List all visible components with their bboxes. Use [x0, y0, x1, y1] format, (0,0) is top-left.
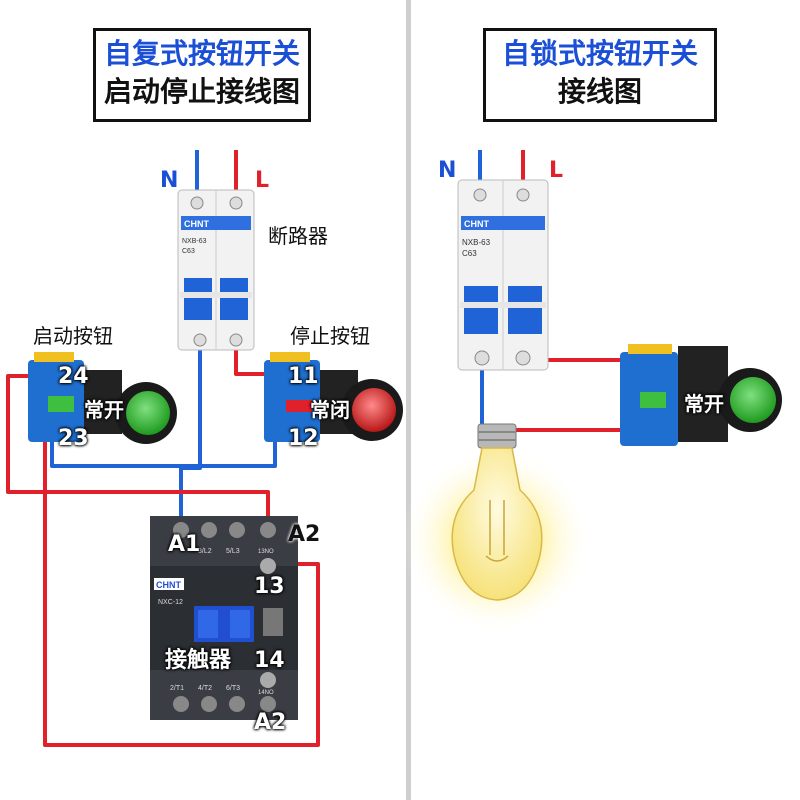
- right-l-label: L: [549, 158, 564, 183]
- light-bulb: [451, 423, 543, 601]
- left-l-label: L: [255, 168, 270, 193]
- left-stop12-to-start23: [50, 432, 277, 468]
- left-start23-to-14: [43, 432, 320, 747]
- coil-a2-top-label: A2: [288, 522, 321, 547]
- right-breaker: [457, 179, 549, 371]
- coil-a2-bottom-label: A2: [254, 710, 287, 735]
- stop-terminal-11: 11: [288, 364, 319, 389]
- contactor-brand: CHNT: [156, 580, 181, 590]
- left-breaker-rating: C63: [182, 248, 195, 255]
- left-title-line1: 自复式按钮开关: [103, 37, 300, 70]
- contactor-bottom-term-3: 14NO: [258, 690, 274, 696]
- start-terminal-24: 24: [58, 364, 89, 389]
- right-title-box: 自锁式按钮开关 接线图: [483, 28, 717, 122]
- coil-a1-label: A1: [168, 532, 201, 557]
- left-title-line2: 启动停止接线图: [103, 75, 300, 108]
- panel-divider: [406, 0, 411, 800]
- stop-button-label: 停止按钮: [290, 324, 370, 348]
- right-title-line1: 自锁式按钮开关: [501, 37, 698, 70]
- right-n-label: N: [438, 158, 457, 183]
- left-n-to-a1: [179, 345, 202, 528]
- contactor-bottom-term-2: 6/T3: [226, 685, 240, 692]
- left-start24-to-a2: [6, 374, 270, 528]
- contactor-top-term-0: 3/L2: [198, 548, 212, 555]
- contactor: [150, 516, 298, 720]
- aux-14-label: 14: [254, 648, 285, 673]
- left-title-box: 自复式按钮开关 启动停止接线图: [93, 28, 311, 122]
- start-button: [28, 352, 177, 444]
- left-breaker: [177, 189, 255, 351]
- start-terminal-23: 23: [58, 426, 89, 451]
- latching-contact-type: 常开: [684, 392, 724, 416]
- aux-13-label: 13: [254, 574, 285, 599]
- left-n-label: N: [160, 168, 179, 193]
- left-breaker-model: NXB-63: [182, 238, 207, 245]
- contactor-bottom-term-1: 4/T2: [198, 685, 212, 692]
- stop-terminal-12: 12: [288, 426, 319, 451]
- right-breaker-model: NXB-63: [462, 238, 491, 247]
- right-title-line2: 接线图: [557, 75, 642, 108]
- right-breaker-rating: C63: [462, 249, 477, 258]
- contactor-label: 接触器: [165, 648, 232, 673]
- start-contact-type: 常开: [84, 398, 124, 422]
- right-breaker-brand: CHNT: [464, 219, 489, 229]
- contactor-bottom-term-0: 2/T1: [170, 685, 184, 692]
- contactor-model: NXC-12: [158, 599, 183, 606]
- stop-button: [264, 352, 403, 442]
- start-button-label: 启动按钮: [33, 324, 113, 348]
- breaker-label: 断路器: [268, 224, 328, 248]
- stop-contact-type: 常闭: [310, 398, 350, 422]
- latching-button: [620, 344, 782, 446]
- left-breaker-brand: CHNT: [184, 219, 209, 229]
- contactor-top-term-1: 5/L3: [226, 548, 240, 555]
- contactor-top-term-2: 13NO: [258, 549, 274, 555]
